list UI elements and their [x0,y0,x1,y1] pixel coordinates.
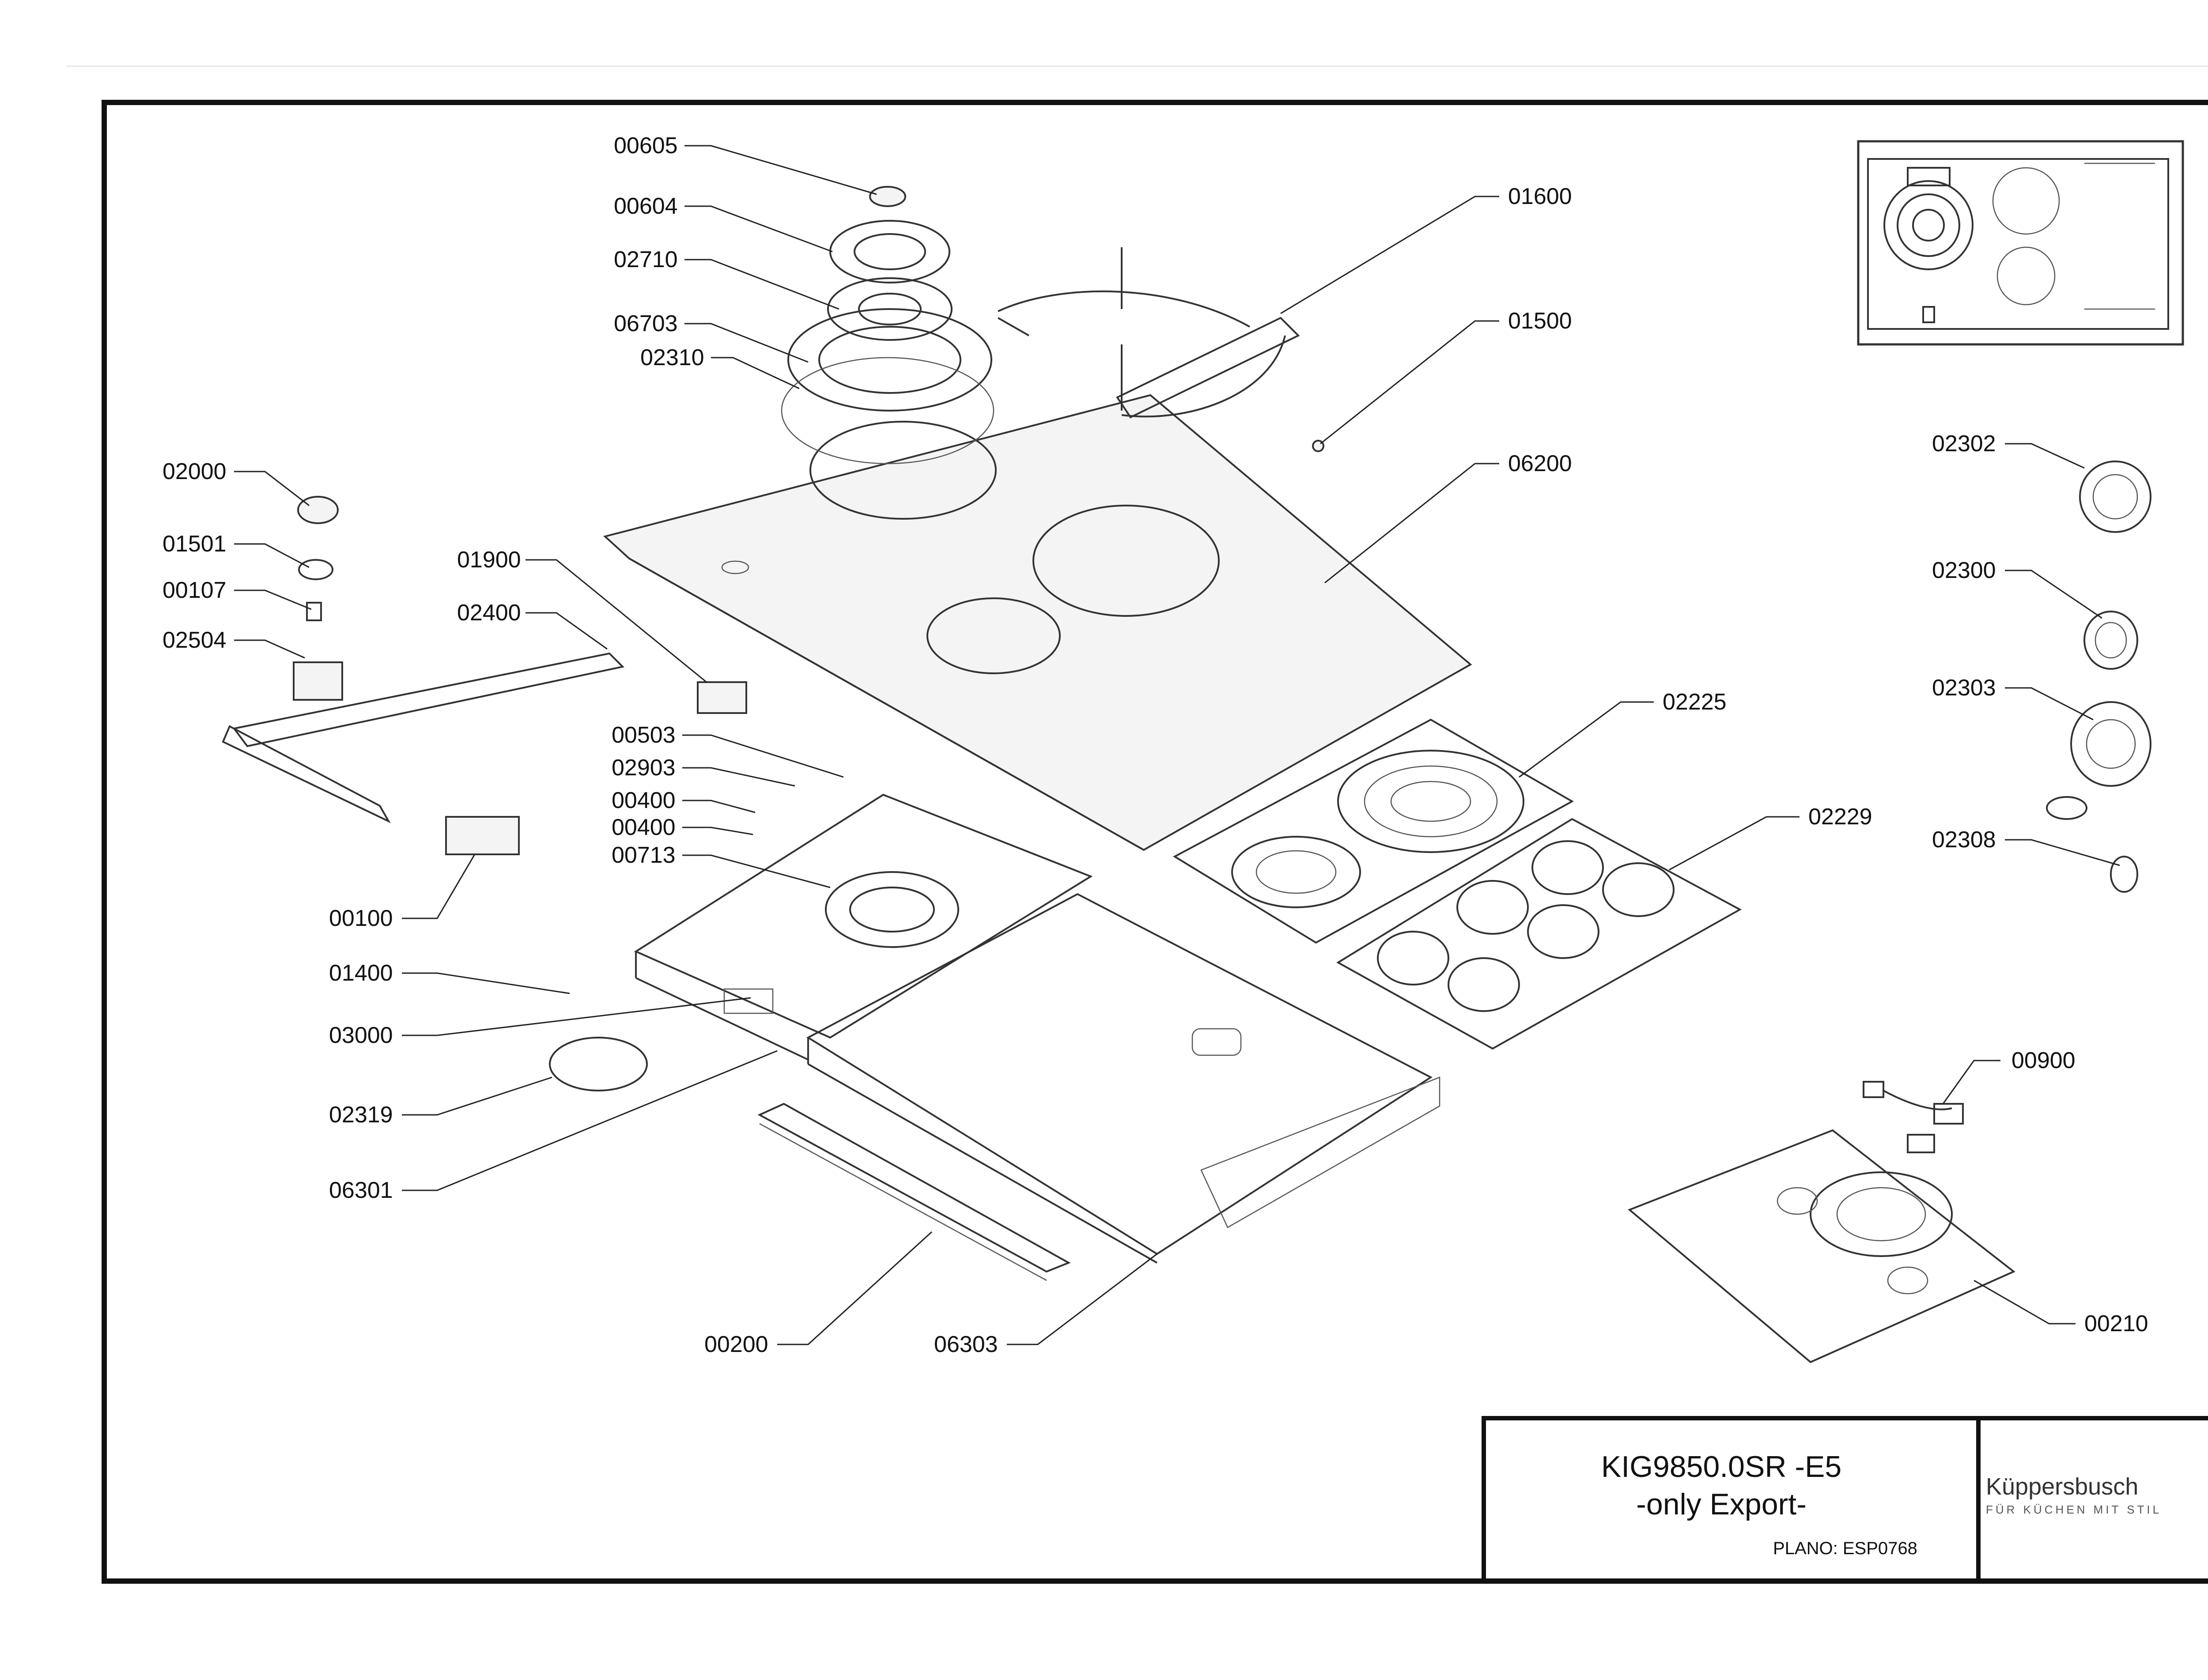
label-01501: 01501 [163,531,227,557]
label-02308: 02308 [1932,827,1996,853]
label-00107: 00107 [163,578,227,603]
label-02310: 02310 [640,345,704,370]
gas-connection-adapters [2046,461,2151,893]
label-02303: 02303 [1932,675,1996,701]
label-01900: 01900 [457,547,521,573]
induction-coil-plate-02229 [1336,818,1742,1050]
pan-support-grid [998,247,1300,419]
label-06200: 06200 [1508,451,1572,476]
brand-tagline: FÜR KÜCHEN MIT STIL [1986,1503,2162,1516]
control-strip-00200 [757,1102,1071,1281]
label-00200: 00200 [704,1332,768,1357]
label-01500: 01500 [1508,308,1572,334]
drawing-frame [102,100,2208,1584]
plan-number: PLANO: ESP0768 [1773,1539,1917,1558]
label-00210: 00210 [2084,1311,2148,1336]
wiring-harness-00900 [1863,1081,1964,1153]
label-00100: 00100 [329,906,393,931]
model-number: KIG9850.0SR -E5 [1601,1450,1841,1484]
hob-overview-thumbnail [1857,140,2184,346]
label-00400-a: 00400 [612,788,676,813]
label-01400: 01400 [329,960,393,986]
label-00900: 00900 [2011,1048,2076,1073]
glass-cooktop-06200 [603,394,1472,851]
label-02504: 02504 [163,627,227,653]
title-block: KIG9850.0SR -E5 -only Export- PLANO: ESP… [1482,1416,2208,1583]
label-00604: 00604 [614,193,678,219]
label-02302: 02302 [1932,431,1996,457]
induction-base-tray [806,893,1440,1264]
label-06303: 06303 [934,1332,998,1357]
label-02229: 02229 [1808,804,1872,830]
label-00605: 00605 [614,133,678,159]
gas-rail-02400 [222,652,625,823]
power-board-00210 [1628,1129,2015,1363]
label-03000: 03000 [329,1023,393,1048]
label-02300: 02300 [1932,558,1996,583]
part-number-labels: 00605 00604 02710 06703 02310 01600 0150… [163,133,2148,1357]
induction-coil-plate-02225 [1172,718,1574,944]
brand-logo: Küppersbusch [1986,1473,2138,1500]
gas-burner-assembly [781,186,994,464]
label-02225: 02225 [1663,689,1727,715]
knob-and-valve-parts [293,496,747,855]
label-06703: 06703 [614,311,678,336]
model-variant: -only Export- [1636,1487,1806,1521]
label-00503: 00503 [612,722,676,748]
label-02319: 02319 [329,1102,393,1128]
label-02903: 02903 [612,755,676,781]
label-00400-b: 00400 [612,815,676,840]
label-02710: 02710 [614,247,678,272]
label-01600: 01600 [1508,184,1572,209]
label-06301: 06301 [329,1178,393,1203]
gas-module-tray [634,793,1093,1061]
gasket-ring-02319 [549,1037,648,1091]
leader-lines [234,145,2120,1345]
label-00713: 00713 [612,842,676,868]
label-02400: 02400 [457,600,521,626]
label-02000: 02000 [163,459,227,484]
